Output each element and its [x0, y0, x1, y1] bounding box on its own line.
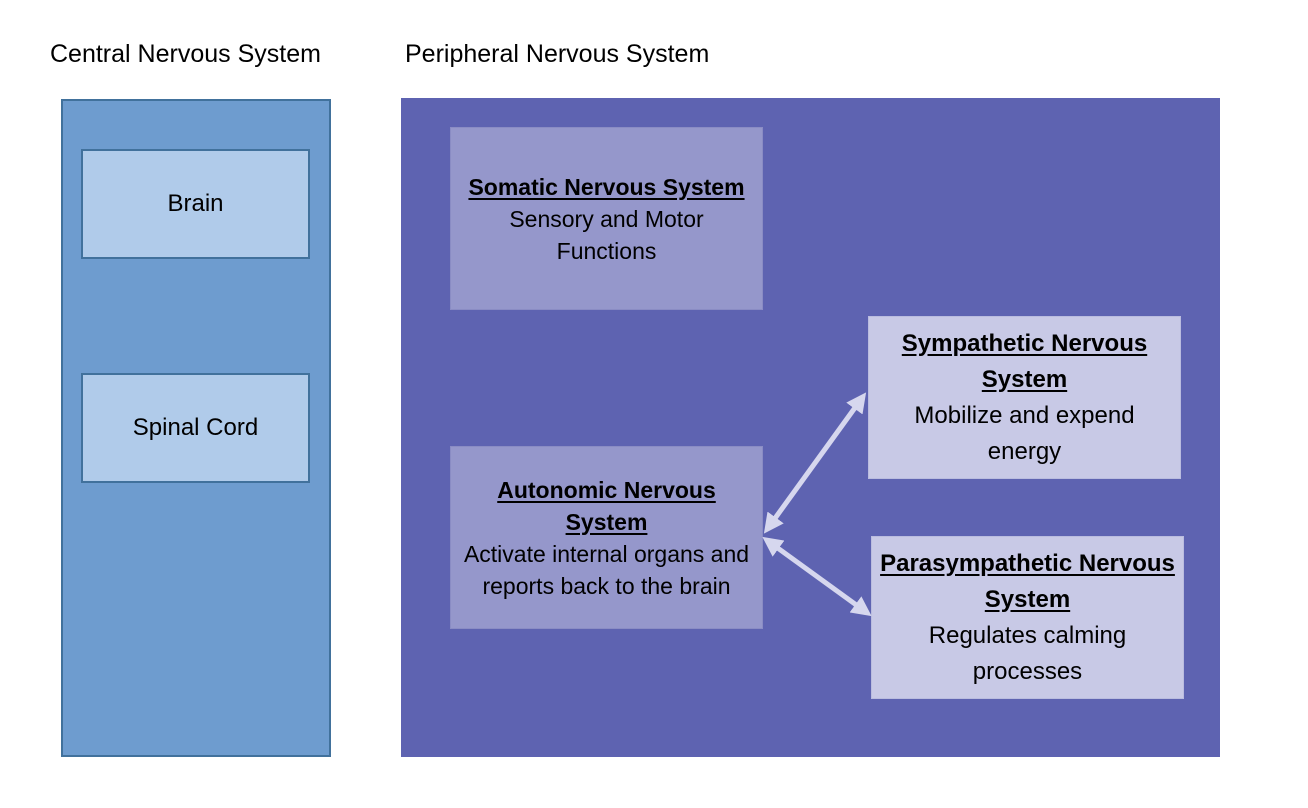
pns-title: Peripheral Nervous System	[405, 40, 710, 68]
sympathetic-description: Mobilize and expend energy	[914, 401, 1135, 465]
cns-title: Central Nervous System	[50, 40, 321, 68]
parasympathetic-description: Regulates calming processes	[928, 621, 1127, 685]
parasympathetic-box: Parasympathetic Nervous System Regulates…	[871, 536, 1184, 699]
autonomic-heading: Autonomic Nervous System	[497, 476, 716, 535]
autonomic-description: Activate internal organs and reports bac…	[463, 540, 750, 599]
sympathetic-box: Sympathetic Nervous System Mobilize and …	[868, 316, 1181, 479]
autonomic-box: Autonomic Nervous System Activate intern…	[450, 446, 763, 629]
brain-box: Brain	[81, 149, 310, 259]
parasympathetic-heading: Parasympathetic Nervous System	[880, 549, 1175, 613]
somatic-description: Sensory and Motor Functions	[509, 205, 704, 264]
sympathetic-heading: Sympathetic Nervous System	[901, 329, 1148, 393]
spinal-cord-label: Spinal Cord	[132, 414, 259, 441]
spinal-cord-box: Spinal Cord	[81, 373, 310, 483]
somatic-box: Somatic Nervous System Sensory and Motor…	[450, 127, 763, 310]
brain-label: Brain	[167, 190, 224, 217]
somatic-heading: Somatic Nervous System	[468, 173, 745, 200]
